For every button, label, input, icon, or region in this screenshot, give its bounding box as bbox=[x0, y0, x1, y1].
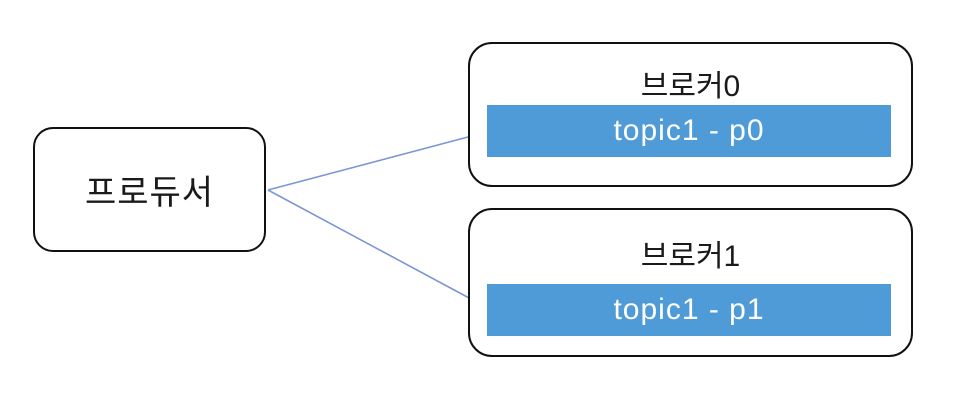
broker1-partition-bar: topic1 - p1 bbox=[487, 284, 891, 336]
broker0-title: 브로커0 bbox=[640, 70, 741, 103]
broker1-title: 브로커1 bbox=[640, 240, 741, 273]
arrow-producer-to-broker0 bbox=[267, 131, 484, 191]
broker1-node: 브로커1 topic1 - p1 bbox=[468, 208, 913, 357]
broker0-partition-bar: topic1 - p0 bbox=[487, 105, 891, 157]
arrow-producer-to-broker1 bbox=[267, 189, 485, 307]
producer-node: 프로듀서 bbox=[33, 127, 266, 252]
producer-label: 프로듀서 bbox=[84, 174, 215, 212]
broker0-node: 브로커0 topic1 - p0 bbox=[468, 42, 913, 187]
